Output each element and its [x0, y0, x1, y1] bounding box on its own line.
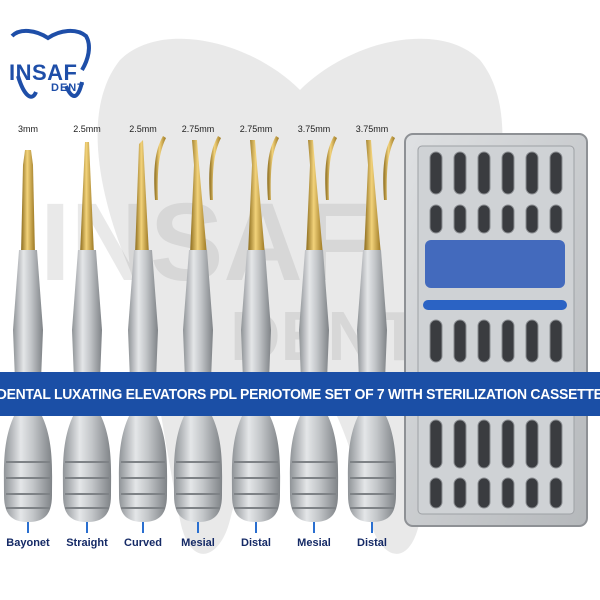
cassette-slot — [501, 204, 515, 234]
cassette-slot — [525, 419, 539, 469]
cassette-slot — [549, 477, 563, 509]
handle-shaft — [183, 250, 213, 380]
cassette-slot — [477, 204, 491, 234]
instrument-name-label: Distal — [241, 537, 271, 549]
elevator-instrument — [289, 136, 339, 533]
handle-grip — [118, 414, 168, 522]
tooth-logo-icon — [10, 29, 91, 99]
gold-blade — [306, 140, 323, 255]
instrument-set — [3, 136, 397, 533]
gold-blade — [364, 140, 381, 255]
cassette-slot — [429, 419, 443, 469]
cassette-slot — [549, 419, 563, 469]
tip-size-label: 3mm — [18, 124, 38, 134]
cassette-slot — [429, 151, 443, 195]
handle-shaft — [13, 250, 43, 380]
gold-blade — [248, 140, 265, 255]
cassette-slot — [477, 419, 491, 469]
handle-grip — [231, 414, 281, 522]
tip-size-label: 3.75mm — [355, 124, 389, 134]
handle-shaft — [357, 250, 387, 380]
banner-text: DENTAL LUXATING ELEVATORS PDL PERIOTOME … — [0, 385, 600, 403]
instrument-name-label: Distal — [357, 537, 387, 549]
gold-blade — [135, 140, 149, 255]
cassette-slot — [525, 204, 539, 234]
blade-side-view — [154, 136, 166, 200]
cassette-slot — [453, 419, 467, 469]
handle-shaft — [128, 250, 158, 380]
cassette-slot — [429, 204, 443, 234]
cassette-blue-rail — [423, 300, 567, 310]
instrument-name-label: Curved — [124, 537, 162, 549]
cassette-blue-rack — [425, 240, 565, 288]
elevator-instrument — [3, 150, 53, 533]
cassette-slot — [525, 477, 539, 509]
cassette-slot — [453, 204, 467, 234]
brand-logo: INSAF DENT — [6, 26, 94, 106]
handle-shaft — [72, 250, 102, 380]
gold-blade — [80, 142, 94, 255]
cassette-slot — [429, 319, 443, 363]
gold-blade — [21, 150, 35, 255]
elevator-instrument — [118, 136, 168, 533]
cassette-slot — [501, 477, 515, 509]
instrument-name-label: Mesial — [297, 537, 331, 549]
sterilization-cassette — [404, 133, 588, 527]
title-banner: DENTAL LUXATING ELEVATORS PDL PERIOTOME … — [0, 372, 600, 416]
gold-blade — [190, 140, 207, 255]
cassette-slot — [501, 419, 515, 469]
handle-shaft — [241, 250, 271, 380]
cassette-slots — [429, 151, 563, 509]
brand-subname: DENT — [51, 82, 85, 94]
handle-grip — [3, 414, 53, 522]
blade-side-view — [209, 136, 221, 200]
handle-grip — [289, 414, 339, 522]
tip-size-label: 2.5mm — [73, 124, 101, 134]
cassette-slot — [549, 151, 563, 195]
cassette-slot — [477, 151, 491, 195]
blade-side-view — [383, 136, 395, 200]
elevator-instrument — [231, 136, 281, 533]
handle-shaft — [299, 250, 329, 380]
instrument-name-label: Straight — [66, 537, 108, 549]
instrument-name-label: Bayonet — [6, 537, 50, 549]
cassette-slot — [501, 319, 515, 363]
cassette-slot — [453, 151, 467, 195]
cassette-slot — [477, 319, 491, 363]
cassette-slot — [477, 477, 491, 509]
tip-size-label: 2.5mm — [129, 124, 157, 134]
cassette-slot — [525, 151, 539, 195]
elevator-instrument — [62, 142, 112, 533]
instrument-name-label: Mesial — [181, 537, 215, 549]
handle-grip — [173, 414, 223, 522]
cassette-slot — [453, 319, 467, 363]
cassette-slot — [501, 151, 515, 195]
cassette-slot — [549, 319, 563, 363]
blade-side-view — [325, 136, 337, 200]
tip-size-label: 2.75mm — [181, 124, 215, 134]
elevator-instrument — [347, 136, 397, 533]
cassette-slot — [429, 477, 443, 509]
blade-side-view — [267, 136, 279, 200]
handle-grip — [347, 414, 397, 522]
cassette-slot — [549, 204, 563, 234]
elevator-instrument — [173, 136, 223, 533]
cassette-slot — [525, 319, 539, 363]
cassette-slot — [453, 477, 467, 509]
tip-size-label: 3.75mm — [297, 124, 331, 134]
brand-name: INSAF — [9, 60, 78, 85]
tip-size-label: 2.75mm — [239, 124, 273, 134]
handle-grip — [62, 414, 112, 522]
